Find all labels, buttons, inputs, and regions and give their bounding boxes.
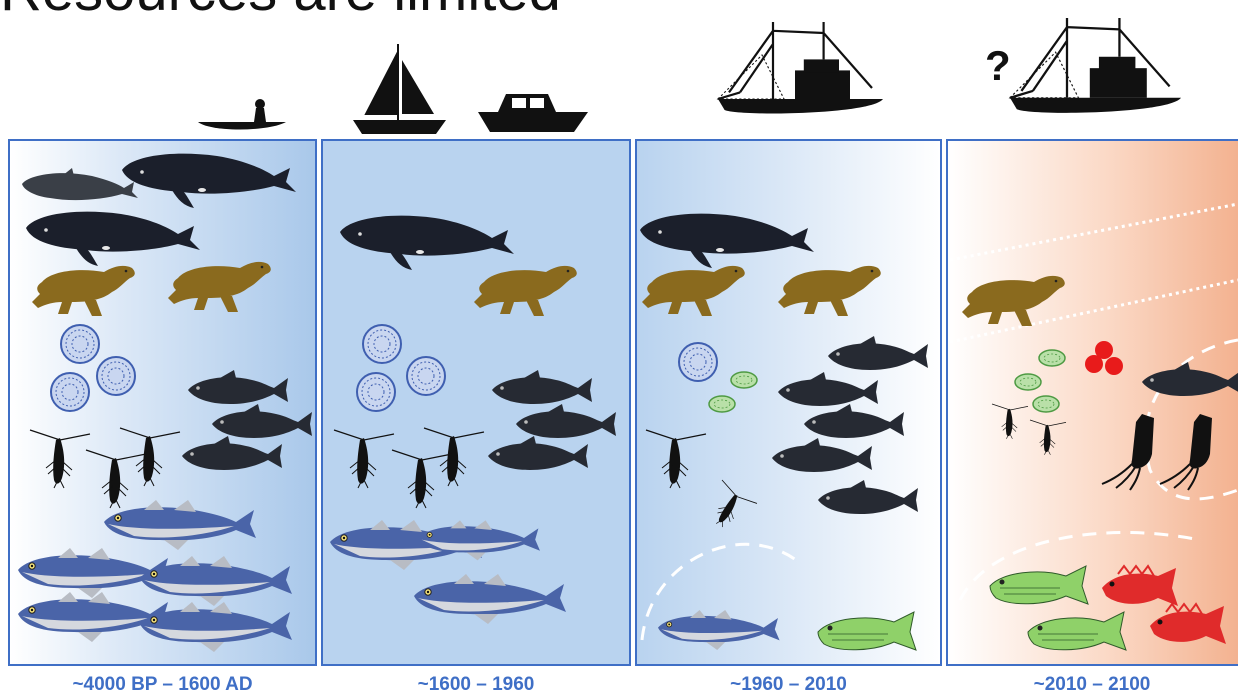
habitat-boundary <box>950 204 1238 260</box>
trawler-icon <box>1010 18 1181 113</box>
whale-icon <box>122 154 296 208</box>
plankton-icon <box>407 357 445 395</box>
habitat-boundary <box>1146 340 1238 499</box>
krill-icon <box>392 450 452 508</box>
period-label-3: ~1960 – 2010 <box>635 674 942 696</box>
fish-icon <box>778 372 878 406</box>
sea-lion-icon <box>32 266 135 316</box>
fish-icon <box>516 404 616 438</box>
fish-icon <box>182 436 282 470</box>
bass-icon <box>818 612 916 650</box>
plankton-icon <box>97 357 135 395</box>
fish-icon <box>492 370 592 404</box>
fish-icon <box>488 436 588 470</box>
rockfish-icon <box>1102 566 1178 606</box>
sea-lion-icon <box>474 266 577 316</box>
cod-icon <box>658 610 780 650</box>
plankton-icon <box>1015 374 1041 390</box>
plankton-icon <box>1033 396 1059 412</box>
plankton-icon <box>51 373 89 411</box>
period-label-1: ~4000 BP – 1600 AD <box>8 674 317 696</box>
krill-icon <box>992 404 1028 439</box>
bass-icon <box>990 566 1088 604</box>
fish-icon <box>818 480 918 514</box>
sea-lion-icon <box>168 262 271 312</box>
rockfish-icon <box>1150 604 1226 644</box>
plankton-icon <box>709 396 735 412</box>
period-label-2: ~1600 – 1960 <box>321 674 631 696</box>
motorboat-icon <box>478 94 588 132</box>
krill-icon <box>334 430 394 488</box>
plankton-icon <box>363 325 401 363</box>
fish-icon <box>1142 362 1238 396</box>
whale-icon <box>340 216 514 270</box>
whale-icon <box>640 214 814 268</box>
plankton-icon <box>1039 350 1065 366</box>
fish-icon <box>772 438 872 472</box>
cod-icon <box>18 592 170 642</box>
krill-icon <box>30 430 90 488</box>
sea-lion-icon <box>642 266 745 316</box>
sailboat-icon <box>353 44 446 134</box>
whale-icon <box>26 212 200 266</box>
plankton-icon <box>357 373 395 411</box>
period-label-4: ~2010 – 2100 <box>946 674 1238 696</box>
trawler-icon <box>718 22 883 114</box>
fish-icon <box>804 404 904 438</box>
plankton-icon <box>679 343 717 381</box>
squid-icon <box>1160 414 1212 490</box>
plankton-icon <box>61 325 99 363</box>
krill-icon <box>702 480 759 536</box>
bass-icon <box>1028 612 1126 650</box>
sea-lion-icon <box>778 266 881 316</box>
dolphin-icon <box>22 168 138 200</box>
fish-icon <box>212 404 312 438</box>
krill-icon <box>1030 420 1066 455</box>
fish-icon <box>188 370 288 404</box>
fish-icon <box>828 336 928 370</box>
plankton-icon <box>731 372 757 388</box>
squid-icon <box>1102 414 1154 490</box>
sea-lion-icon <box>962 276 1065 326</box>
cod-icon <box>414 574 566 624</box>
krill-icon <box>86 450 146 508</box>
cod-icon <box>104 500 256 550</box>
canoe-icon <box>198 99 286 130</box>
krill-icon <box>424 428 484 486</box>
red-plankton-icon <box>1085 341 1123 375</box>
krill-icon <box>646 430 706 488</box>
